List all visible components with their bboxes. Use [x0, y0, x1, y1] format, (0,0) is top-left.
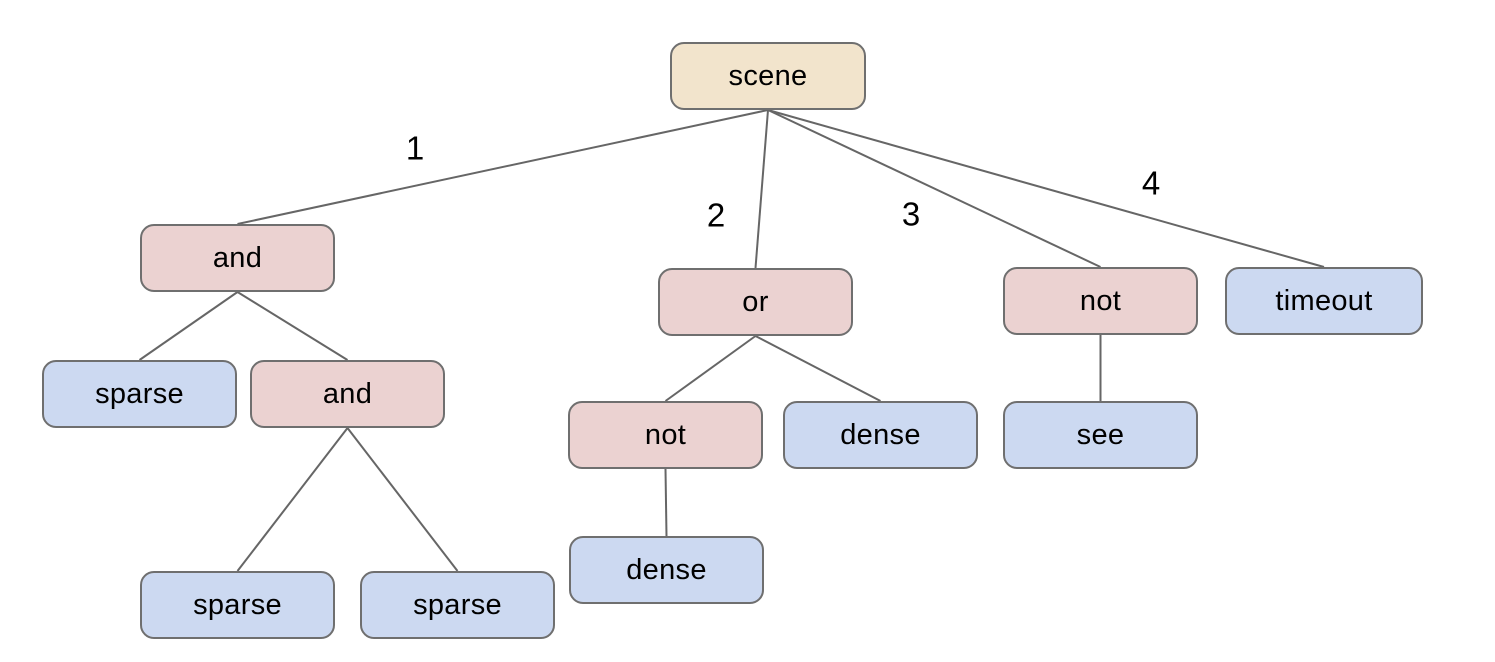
edge-or-1-to-not-1: [664, 335, 757, 402]
tree-node-or-1: or: [658, 268, 853, 336]
edge-label-4: 4: [1141, 164, 1161, 202]
tree-node-not-1: not: [568, 401, 763, 469]
tree-node-sparse-3: sparse: [360, 571, 555, 639]
edge-scene-to-not-2: [767, 109, 1101, 268]
edge-and-2-to-sparse-2: [236, 427, 349, 572]
edge-and-1-to-and-2: [236, 291, 349, 361]
tree-node-not-2: not: [1003, 267, 1198, 335]
tree-node-sparse-1: sparse: [42, 360, 237, 428]
edge-scene-to-timeout-1: [767, 109, 1325, 268]
tree-node-and-2: and: [250, 360, 445, 428]
edge-not-1-to-dense-2: [664, 468, 668, 537]
tree-node-see-1: see: [1003, 401, 1198, 469]
tree-node-sparse-2: sparse: [140, 571, 335, 639]
edge-label-2: 2: [706, 196, 726, 234]
edge-or-1-to-dense-1: [755, 335, 881, 402]
tree-node-dense-2: dense: [569, 536, 764, 604]
tree-node-timeout-1: timeout: [1225, 267, 1423, 335]
tree-node-and-1: and: [140, 224, 335, 292]
edge-scene-to-or-1: [754, 109, 769, 269]
tree-node-dense-1: dense: [783, 401, 978, 469]
tree-node-scene: scene: [670, 42, 866, 110]
edge-label-3: 3: [901, 195, 921, 233]
edge-and-1-to-sparse-1: [138, 291, 239, 361]
edge-scene-to-and-1: [237, 109, 769, 225]
edge-label-1: 1: [405, 129, 425, 167]
edge-and-2-to-sparse-3: [346, 427, 459, 572]
